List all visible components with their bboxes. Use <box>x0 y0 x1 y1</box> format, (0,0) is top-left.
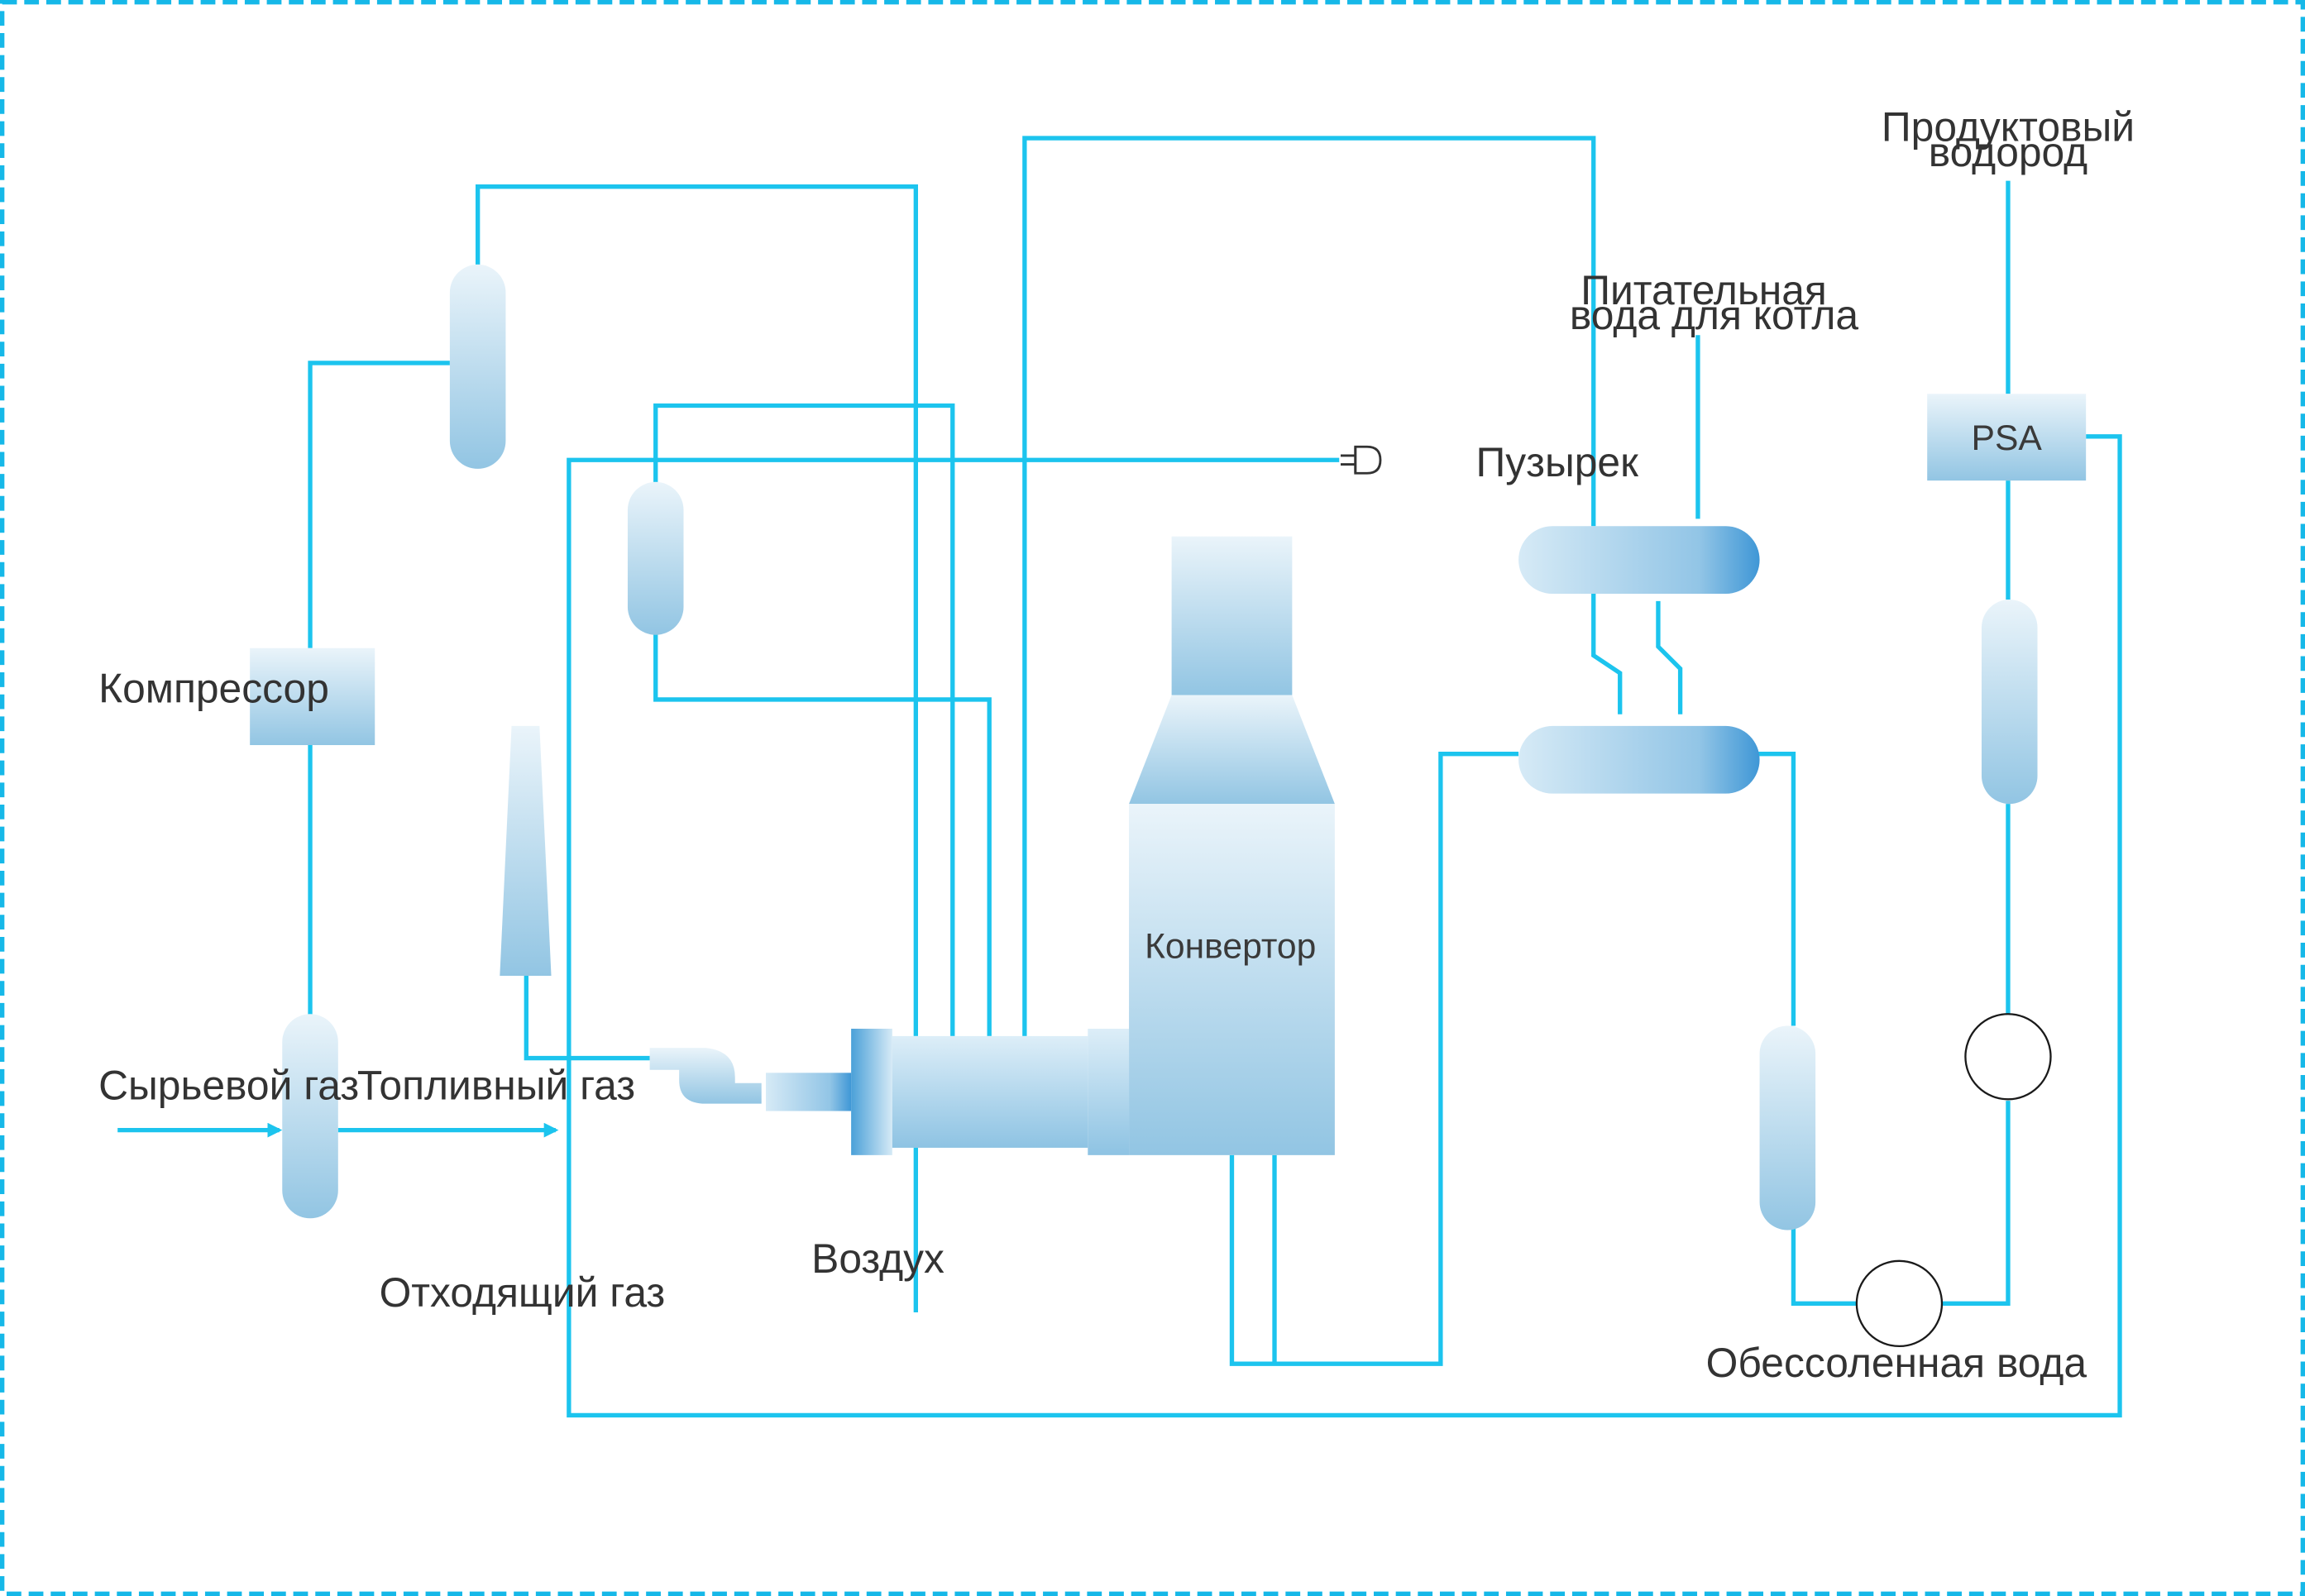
converter-taper-section <box>1129 695 1335 805</box>
pipe-drum-link-right <box>1656 600 1683 714</box>
pipe-converter-bottom-loop <box>1229 752 1519 1366</box>
pipe-top-separator-to-burner <box>475 184 919 1036</box>
raw-gas-separator-vessel <box>282 1014 338 1219</box>
vent-outlet-icon <box>1341 445 1382 475</box>
psa-label: PSA <box>1972 418 2043 458</box>
pipe-compressor-to-separator <box>308 361 450 1017</box>
compressor-label: Компрессор <box>98 665 329 711</box>
demin-water-label: Обессоленная вода <box>1706 1340 2087 1386</box>
psa-unit <box>1927 394 2087 481</box>
burner-nozzle <box>766 1073 852 1111</box>
converter-top-section <box>1171 536 1293 695</box>
burner-flange-right <box>1088 1029 1130 1155</box>
off-gas-label: Отходящий газ <box>380 1269 666 1316</box>
raw-gas-label: Сырьевой газ <box>98 1062 359 1108</box>
bubble-drum <box>1518 526 1760 594</box>
pipe-converter-top-loop <box>1022 136 1596 1036</box>
product-hydrogen-label-line1: Продуктовый <box>1882 104 2135 151</box>
product-hydrogen-label-line2: водород <box>1929 129 2087 175</box>
boiler-water-label-line2: вода для котла <box>1570 292 1858 338</box>
converter-label: Конвертор <box>1145 927 1316 967</box>
exhaust-stack-cone <box>500 725 552 977</box>
boiler-water-label-line1: Питательная <box>1581 267 1827 313</box>
bubble-label: Пузырек <box>1476 439 1640 485</box>
pipe-small-separator-return <box>653 632 992 1036</box>
pump-circle-icon <box>1964 1013 2052 1101</box>
burner-body <box>892 1035 1088 1148</box>
converter-main-body <box>1129 804 1335 1155</box>
burner-elbow <box>649 1048 762 1104</box>
pump-circle-icon <box>1855 1259 1944 1348</box>
psa-feed-column <box>1981 600 2038 805</box>
steam-drum <box>1518 725 1760 794</box>
compressor <box>250 647 375 746</box>
fuel-gas-label: Топливный газ <box>357 1062 635 1108</box>
pipe-drum-link-left <box>1591 592 1623 714</box>
pipe-cone-to-burner <box>524 976 650 1061</box>
pipe-network <box>117 136 2122 1418</box>
burner-flange-left <box>851 1029 892 1155</box>
small-separator-vessel <box>627 481 684 635</box>
demin-water-column <box>1759 1025 1816 1230</box>
pipe-pump-to-pump <box>1941 1101 2011 1307</box>
pipe-drum-to-column <box>1757 752 1796 1026</box>
pipe-small-separator-loop <box>653 403 955 1036</box>
air-label: Воздух <box>811 1235 944 1282</box>
pipe-off-gas-loop <box>567 434 2122 1418</box>
pipe-column-to-pump <box>1791 1228 1857 1307</box>
top-separator-vessel <box>449 264 506 469</box>
